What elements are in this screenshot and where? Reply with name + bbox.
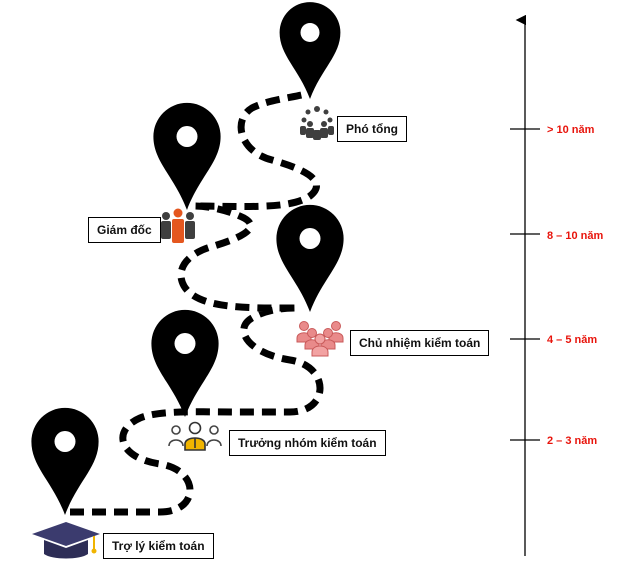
timeline-label-2: 4 – 5 năm [547,334,598,346]
team-leader-icon [168,421,222,451]
role-label-deputy-general: Phó tổng [337,116,407,142]
role-label-director: Giám đốc [88,217,161,243]
pin-marker-5 [279,2,341,99]
manager-group-icon [296,321,344,357]
pin-marker-1 [31,407,99,515]
role-label-team-leader: Trưởng nhóm kiểm toán [229,430,386,456]
timeline-label-4: > 10 năm [547,124,595,136]
timeline-label-3: 8 – 10 năm [547,230,604,242]
role-label-assistant: Trợ lý kiểm toán [103,533,214,559]
career-road-path [70,90,324,516]
role-label-manager: Chủ nhiệm kiểm toán [350,330,490,356]
graduation-cap-icon [32,522,100,559]
pin-marker-2 [151,309,219,417]
pin-marker-4 [153,102,221,210]
pin-marker-3 [276,204,344,312]
timeline-label-1: 2 – 3 năm [547,435,598,447]
directors-icon [161,208,195,243]
network-people-icon [300,106,334,140]
